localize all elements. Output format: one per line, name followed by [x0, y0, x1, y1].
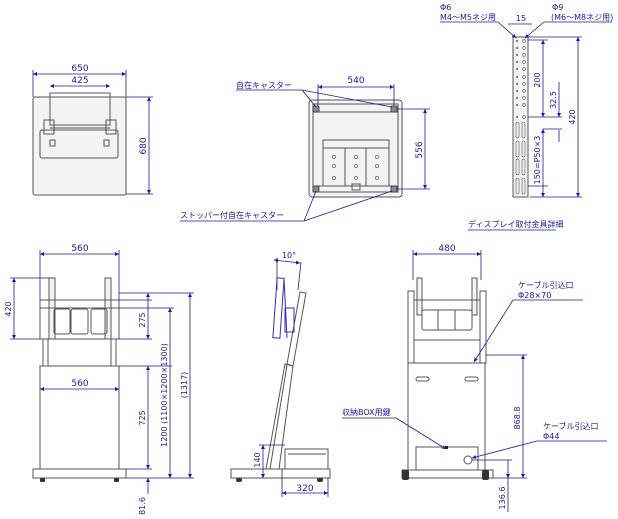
stopper-caster-label: ストッパー付自在キャスター: [180, 210, 284, 220]
front-frame-height: 275: [138, 312, 147, 327]
large-hole-note: (M6～M8ネジ用): [551, 13, 613, 22]
front-total-height-option: 1200 (1100×1200×1300): [160, 343, 169, 447]
rear-top-width: 480: [438, 244, 455, 254]
pitch-label: 32.5: [549, 91, 558, 109]
plan-width-label: 650: [71, 64, 88, 74]
storage-key-label: 収納BOX用鍵: [342, 407, 391, 417]
front-bracket-height: 420: [4, 301, 13, 316]
swivel-caster-label: 自在キャスター: [236, 80, 292, 90]
bracket-detail-caption: ディスプレイ取付金具詳細: [468, 219, 563, 229]
cable-inlet-bottom-size: Φ44: [543, 432, 559, 441]
front-overall-height: (1317): [180, 372, 189, 399]
cable-inlet-top-label: ケーブル引込口: [518, 280, 574, 290]
side-view: 10° 140 320 収納BOX用鍵: [230, 251, 447, 497]
total-length-label: 420: [568, 109, 577, 124]
front-base-height: 81.6: [138, 497, 147, 515]
hole-spacing-label: 15: [516, 14, 526, 23]
bracket-detail-view: Φ6 M4～M5ネジ用 Φ9 (M6～M8ネジ用) 15 200 32.5 42…: [440, 3, 613, 231]
small-hole-note: M4～M5ネジ用: [440, 13, 496, 22]
cable-inlet-top-size: Φ28×70: [518, 291, 551, 300]
upper-length-label: 200: [533, 72, 542, 87]
rear-box-height: 868.8: [513, 407, 522, 430]
plan-inner-width-label: 425: [71, 76, 88, 86]
front-box-height: 725: [138, 410, 147, 425]
caster-span-label: 540: [347, 76, 364, 86]
front-box-width: 560: [71, 379, 88, 389]
caster-depth-label: 556: [415, 141, 425, 158]
caster-plan-view: 540 556 自在キャスター ストッパー付自在キャスター: [180, 76, 430, 222]
side-box-depth: 320: [296, 484, 313, 494]
cable-inlet-bottom-label: ケーブル引込口: [543, 421, 599, 431]
rear-inlet-height: 136.6: [498, 487, 507, 510]
tilt-angle-label: 10°: [282, 251, 296, 260]
side-base-box-height: 140: [253, 452, 262, 467]
slot-pitch-label: 150=P50×3: [533, 136, 542, 185]
plan-depth-label: 680: [139, 137, 149, 154]
swivel-caster-icon: [312, 105, 320, 113]
front-top-width: 560: [71, 244, 88, 254]
small-hole-diameter: Φ6: [440, 3, 451, 12]
large-hole-diameter: Φ9: [552, 3, 563, 12]
rear-view: 480 ケーブル引込口 Φ28×70 ケーブル引込口 Φ44 868.8 136…: [401, 244, 607, 512]
front-view: 560 420 560 275 725 81.6 1200 (1100×1200…: [4, 244, 194, 515]
top-left-plan-view: 650 425 680: [32, 64, 153, 196]
